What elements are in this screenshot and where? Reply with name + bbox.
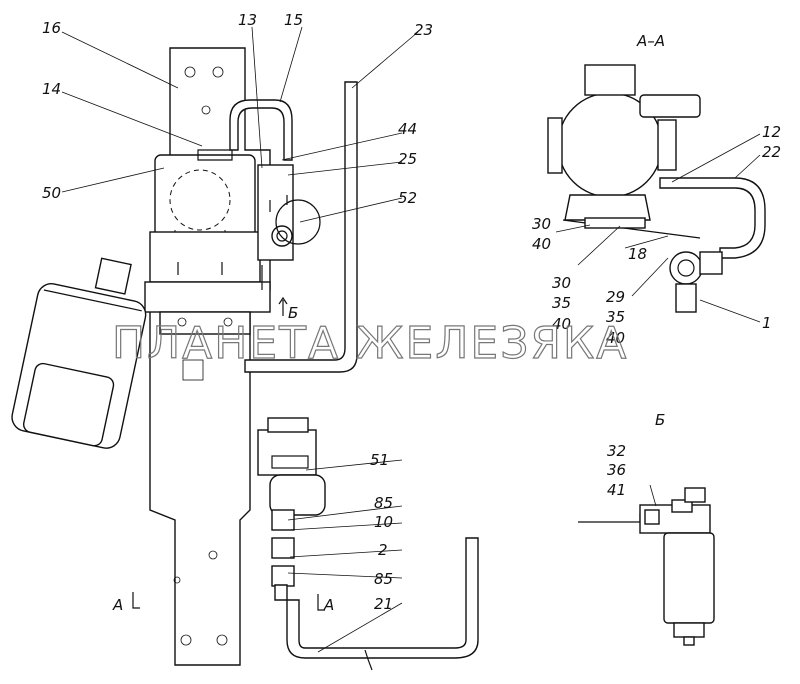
- callout-label: 44: [398, 120, 417, 138]
- callout-label: 23: [414, 21, 433, 39]
- callout-label: 1: [762, 314, 772, 332]
- section-titles: А–А Б: [636, 32, 665, 429]
- callout-label: 22: [762, 143, 781, 161]
- section-mark-b: Б: [288, 304, 298, 322]
- callout-labels-main: 16 13 15 23 14 44 25 50 52 51 85 10 2 85…: [42, 11, 433, 613]
- leaders-main: [61, 26, 419, 653]
- main-view: [11, 26, 479, 671]
- callout-label: 85: [374, 494, 393, 512]
- section-marks: Б А А: [112, 304, 334, 614]
- callout-label: 13: [238, 11, 257, 29]
- hose-21: [274, 537, 479, 659]
- callout-labels-view-b: 32 36 41: [607, 442, 626, 499]
- separator-bowl: [11, 257, 147, 449]
- callout-label: 12: [762, 123, 781, 141]
- callout-label: 10: [374, 513, 393, 531]
- callout-labels-view-aa: 12 22 30 40 18 30 35 40 29 35 40 1: [532, 123, 781, 347]
- callout-label: 85: [374, 570, 393, 588]
- pipe-15: [229, 99, 293, 161]
- watermark-text: ПЛАНЕТА ЖЕЛЕЗЯКА: [112, 318, 628, 369]
- section-mark-a-left: А: [112, 596, 123, 614]
- callout-label: 15: [284, 11, 303, 29]
- callout-label: 40: [552, 315, 571, 333]
- pipe-23: [244, 81, 358, 373]
- callout-label: 18: [628, 245, 647, 263]
- callout-label: 2: [378, 541, 388, 559]
- callout-label: 36: [607, 461, 626, 479]
- view-b-title: Б: [655, 411, 665, 429]
- callout-label: 21: [374, 595, 393, 613]
- callout-label: 40: [532, 235, 551, 253]
- callout-label: 50: [42, 184, 61, 202]
- callout-label: 30: [552, 274, 571, 292]
- callout-label: 52: [398, 189, 417, 207]
- callout-label: 35: [606, 308, 625, 326]
- callout-label: 40: [606, 329, 625, 347]
- callout-label: 35: [552, 294, 571, 312]
- view-b: [578, 484, 715, 646]
- callout-label: 25: [398, 150, 417, 168]
- view-aa: [547, 64, 766, 323]
- callout-label: 41: [607, 481, 626, 499]
- view-aa-title: А–А: [636, 32, 665, 50]
- callout-label: 30: [532, 215, 551, 233]
- callout-label: 16: [42, 19, 61, 37]
- filter-bowl-b: [663, 532, 715, 624]
- section-mark-a-right: А: [323, 596, 334, 614]
- callout-label: 29: [606, 288, 625, 306]
- callout-label: 32: [607, 442, 626, 460]
- callout-label: 14: [42, 80, 61, 98]
- callout-label: 51: [370, 451, 389, 469]
